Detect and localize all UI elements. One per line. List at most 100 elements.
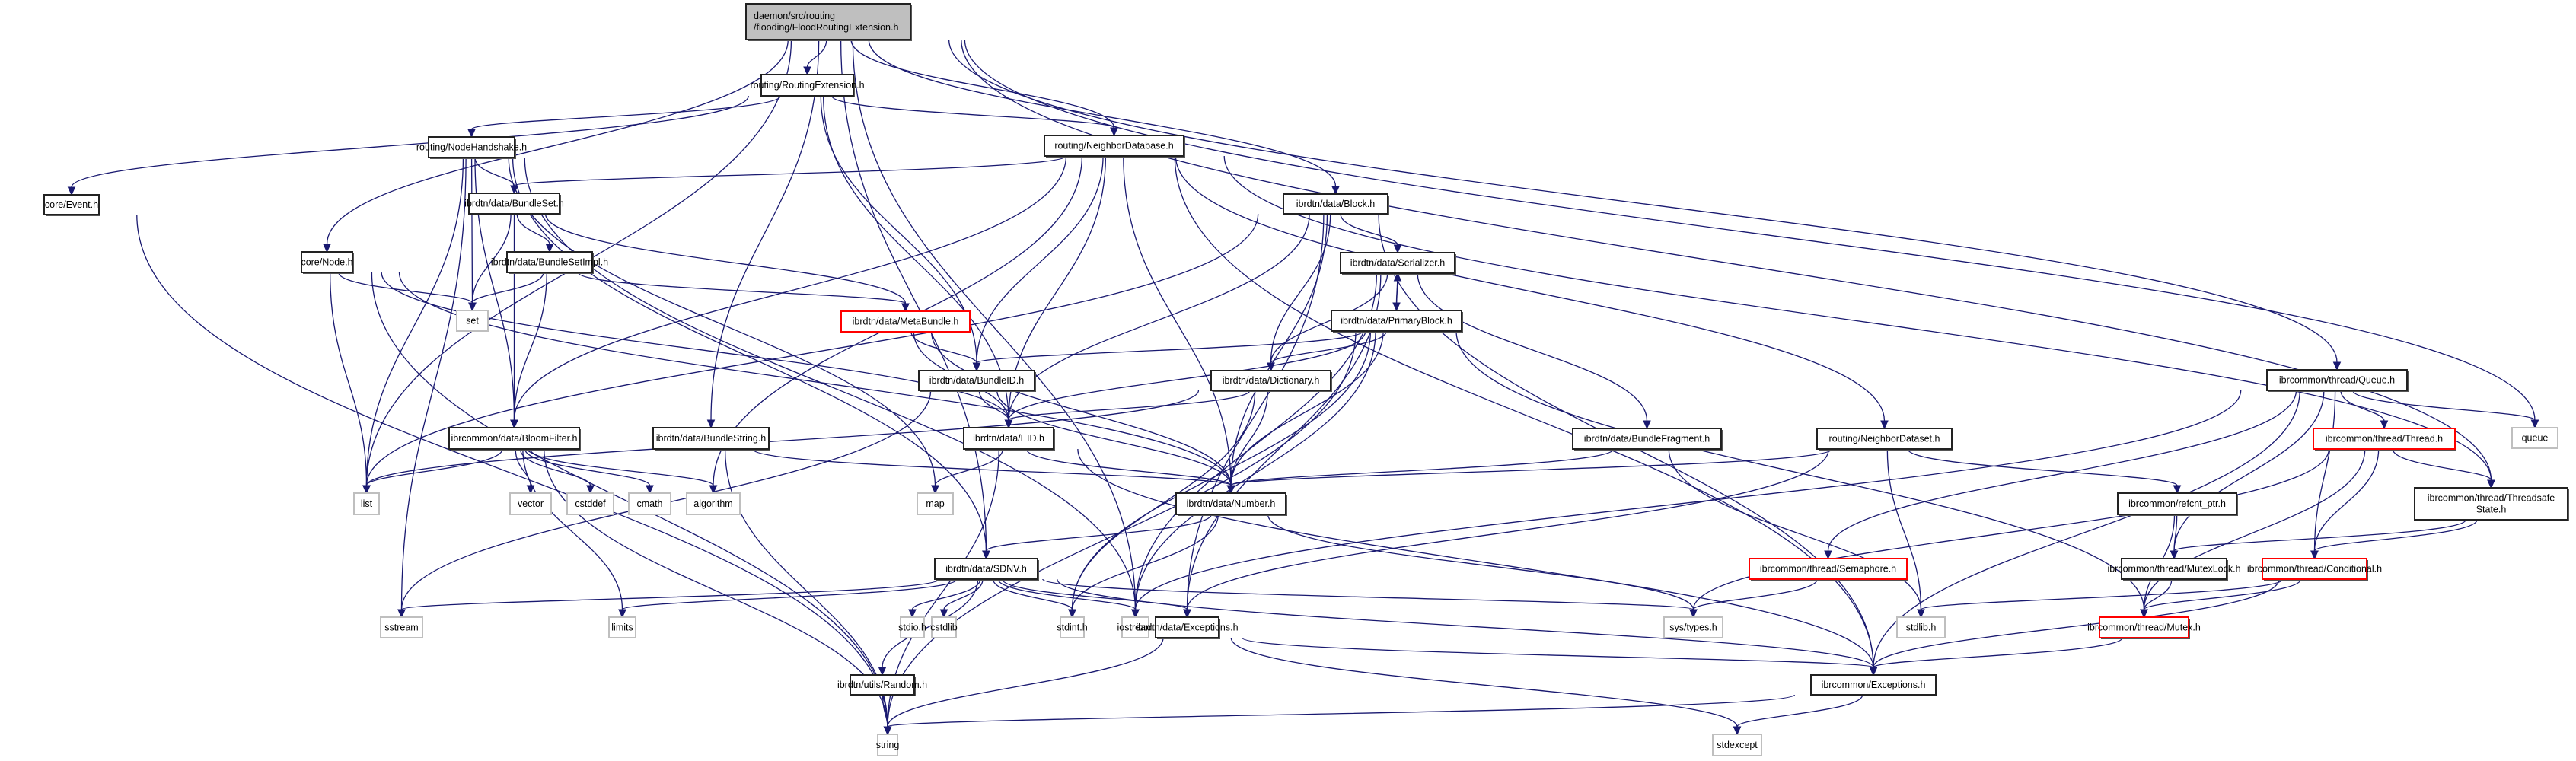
node-box[interactable] — [840, 310, 971, 333]
node-box[interactable] — [2262, 558, 2367, 580]
node-primaryblock[interactable]: ibrdtn/data/PrimaryBlock.h — [1331, 310, 1463, 333]
node-box[interactable] — [918, 370, 1035, 391]
node-bundleset[interactable]: ibrdtn/data/BundleSet.h — [464, 193, 564, 215]
node-metabundle[interactable]: ibrdtn/data/MetaBundle.h — [840, 310, 971, 333]
node-mutex[interactable]: ibrcommon/thread/Mutex.h — [2087, 616, 2201, 639]
node-label: core/Node.h — [301, 257, 352, 268]
node-dictionary[interactable]: ibrdtn/data/Dictionary.h — [1210, 370, 1332, 392]
node-box[interactable] — [963, 427, 1054, 450]
node-box[interactable] — [1810, 674, 1937, 696]
arrowhead-bundlesetimpl-to-bloomfilter — [510, 419, 518, 429]
node-bloomfilter[interactable]: ibrcommon/data/BloomFilter.h — [448, 427, 581, 451]
node-cmath: cmath — [628, 492, 671, 515]
node-box[interactable] — [1816, 428, 1953, 450]
edge-commonexceptions-to-stdexcept — [1736, 694, 1863, 728]
edge-bundlesetimpl-to-set — [471, 272, 544, 304]
edge-neighbordb-to-number — [1123, 155, 1232, 486]
node-label: algorithm — [693, 498, 732, 509]
edge-thread-to-conditional — [2313, 448, 2380, 552]
node-box[interactable] — [745, 3, 911, 40]
node-limits: limits — [608, 616, 636, 638]
node-box[interactable] — [1044, 135, 1184, 157]
arrowhead-routingext-to-nodehandshake — [467, 129, 476, 139]
node-box[interactable] — [468, 193, 560, 215]
node-label: ibrcommon/thread/Conditional.h — [2247, 564, 2382, 575]
edge-routingext-to-nodehandshake — [470, 95, 781, 130]
node-queuestd: queue — [2511, 427, 2558, 449]
node-neighbords[interactable]: routing/NeighborDataset.h — [1816, 428, 1953, 451]
node-refcnt[interactable]: ibrcommon/refcnt_ptr.h — [2117, 492, 2238, 516]
arrowhead-sdnv-to-dtnexceptions — [1183, 609, 1191, 619]
edge-dictionary-to-eid — [1008, 390, 1251, 421]
edge-root-to-neighbordb — [850, 39, 1115, 129]
node-sstream: sstream — [380, 616, 423, 638]
node-nodehandshake[interactable]: routing/NodeHandshake.h — [416, 136, 527, 159]
node-algorithm: algorithm — [686, 492, 741, 515]
node-number[interactable]: ibrdtn/data/Number.h — [1175, 492, 1287, 516]
node-box[interactable] — [2414, 487, 2568, 521]
node-routingext[interactable]: routing/RoutingExtension.h — [750, 74, 865, 97]
node-bundleid[interactable]: ibrdtn/data/BundleID.h — [918, 370, 1036, 392]
node-conditional[interactable]: ibrcommon/thread/Conditional.h — [2247, 558, 2382, 581]
node-bundlefragment[interactable]: ibrdtn/data/BundleFragment.h — [1572, 428, 1723, 451]
node-thread[interactable]: ibrcommon/thread/Thread.h — [2313, 428, 2456, 451]
node-box[interactable] — [934, 558, 1038, 580]
node-block[interactable]: ibrdtn/data/Block.h — [1283, 193, 1389, 215]
node-sdnv[interactable]: ibrdtn/data/SDNV.h — [934, 558, 1039, 581]
node-random[interactable]: ibrdtn/utils/Random.h — [837, 674, 927, 696]
arrowhead-sdnv-to-random — [878, 667, 887, 677]
node-neighbordb[interactable]: routing/NeighborDatabase.h — [1044, 135, 1185, 158]
node-queue[interactable]: ibrcommon/thread/Queue.h — [2266, 369, 2409, 392]
edge-sdnv-to-iostream — [997, 578, 1137, 610]
node-label: routing/NeighborDatabase.h — [1054, 141, 1173, 151]
node-box[interactable] — [2266, 369, 2408, 391]
node-box[interactable] — [850, 674, 915, 696]
node-box[interactable] — [448, 427, 580, 450]
node-root[interactable]: daemon/src/routing/flooding/FloodRouting… — [745, 3, 912, 41]
node-box[interactable] — [1283, 193, 1388, 215]
node-bundlestring[interactable]: ibrdtn/data/BundleString.h — [652, 427, 770, 451]
edge-queue-to-conditional — [2313, 390, 2336, 552]
node-box[interactable] — [1749, 558, 1908, 580]
node-serializer[interactable]: ibrdtn/data/Serializer.h — [1340, 252, 1456, 275]
node-semaphore[interactable]: ibrcommon/thread/Semaphore.h — [1749, 558, 1908, 581]
edge-neighbordb-to-commonexceptions — [1174, 155, 1874, 668]
node-box[interactable] — [2099, 616, 2189, 638]
node-box[interactable] — [2117, 492, 2237, 515]
edge-threadsafe-to-conditional — [2313, 519, 2478, 552]
edge-nodehandshake-to-sstream — [400, 157, 467, 610]
node-box[interactable] — [428, 136, 515, 158]
node-box[interactable] — [43, 194, 100, 215]
node-box[interactable] — [1572, 428, 1722, 450]
edge-bundlefragment-to-stdlib — [1668, 448, 1922, 610]
edge-bloomfilter-to-algorithm — [529, 448, 714, 486]
node-box[interactable] — [1175, 492, 1286, 515]
edge-eid-to-commonexceptions — [1077, 448, 1874, 668]
node-node[interactable]: core/Node.h — [301, 251, 354, 274]
edge-thread-to-mutex — [2143, 448, 2366, 610]
node-box[interactable] — [652, 427, 770, 450]
node-box[interactable] — [1331, 310, 1462, 332]
node-box[interactable] — [506, 251, 593, 273]
node-box[interactable] — [1210, 370, 1331, 391]
node-box[interactable] — [760, 74, 854, 97]
node-box[interactable] — [2121, 558, 2227, 580]
node-event[interactable]: core/Event.h — [43, 194, 100, 216]
edge-block-to-dictionary — [1270, 213, 1331, 364]
node-box[interactable] — [301, 251, 353, 273]
node-box[interactable] — [2313, 428, 2456, 450]
edge-bloomfilter-to-cmath — [524, 448, 651, 486]
edge-routingext-to-event — [71, 95, 749, 188]
node-commonexceptions[interactable]: ibrcommon/Exceptions.h — [1810, 674, 1937, 696]
arrowhead-eid-to-map — [931, 485, 939, 495]
node-mutexlock[interactable]: ibrcommon/thread/MutexLock.h — [2107, 558, 2241, 581]
node-box[interactable] — [1155, 616, 1219, 638]
edge-nodehandshake-to-sdnv — [512, 157, 987, 552]
node-box[interactable] — [1340, 252, 1455, 274]
node-eid[interactable]: ibrdtn/data/EID.h — [963, 427, 1055, 451]
node-bundlesetimpl[interactable]: ibrdtn/data/BundleSetImpl.h — [491, 251, 608, 274]
node-dtnexceptions[interactable]: ibrdtn/data/Exceptions.h — [1136, 616, 1239, 639]
node-box — [380, 616, 423, 638]
